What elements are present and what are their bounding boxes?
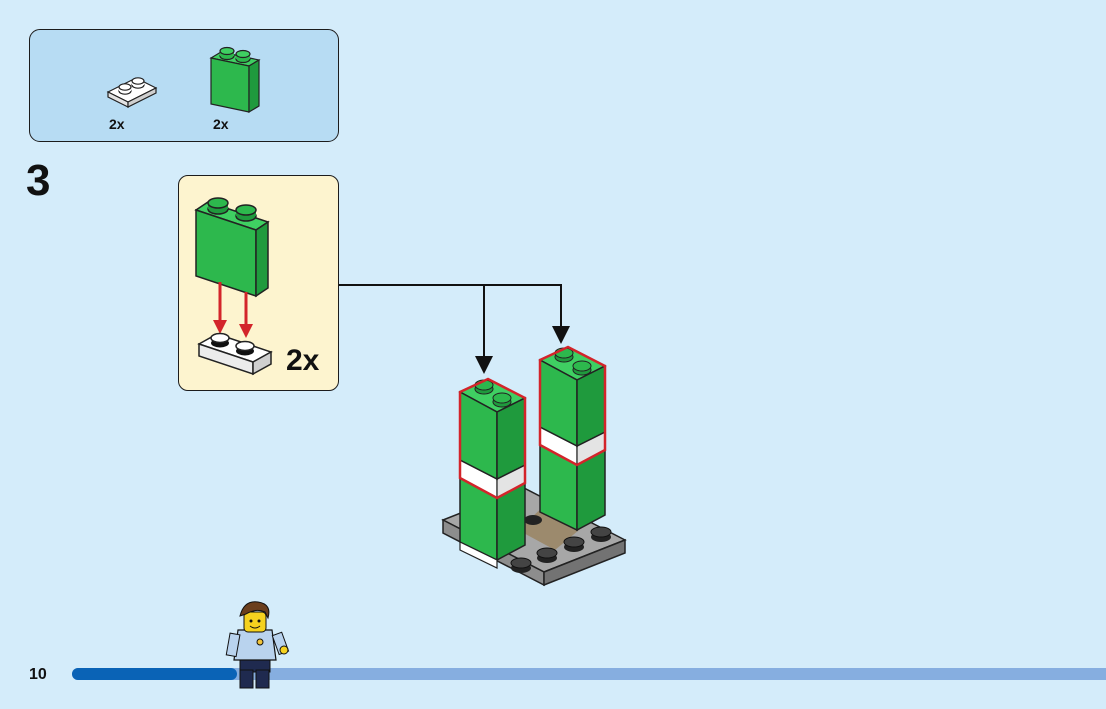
page-number: 10 — [29, 666, 47, 683]
step-number: 3 — [26, 156, 51, 205]
progress-bar-track — [72, 668, 1106, 680]
green-brick-1x2x2-icon — [209, 46, 261, 114]
submodel-white-plate-icon — [197, 332, 273, 376]
left-brick-column-icon — [458, 377, 527, 569]
progress-bar-fill — [72, 668, 237, 680]
red-down-arrows — [213, 282, 253, 338]
white-plate-1x2-icon — [106, 77, 158, 108]
part-quantity-green-brick: 2x — [213, 116, 229, 132]
submodel-quantity: 2x — [286, 344, 320, 377]
parts-list-box — [29, 29, 339, 142]
callout-connector-arrows — [339, 284, 570, 374]
part-quantity-white-plate: 2x — [109, 116, 125, 132]
submodel-green-brick-icon — [194, 197, 270, 298]
right-brick-column-icon — [538, 345, 607, 532]
